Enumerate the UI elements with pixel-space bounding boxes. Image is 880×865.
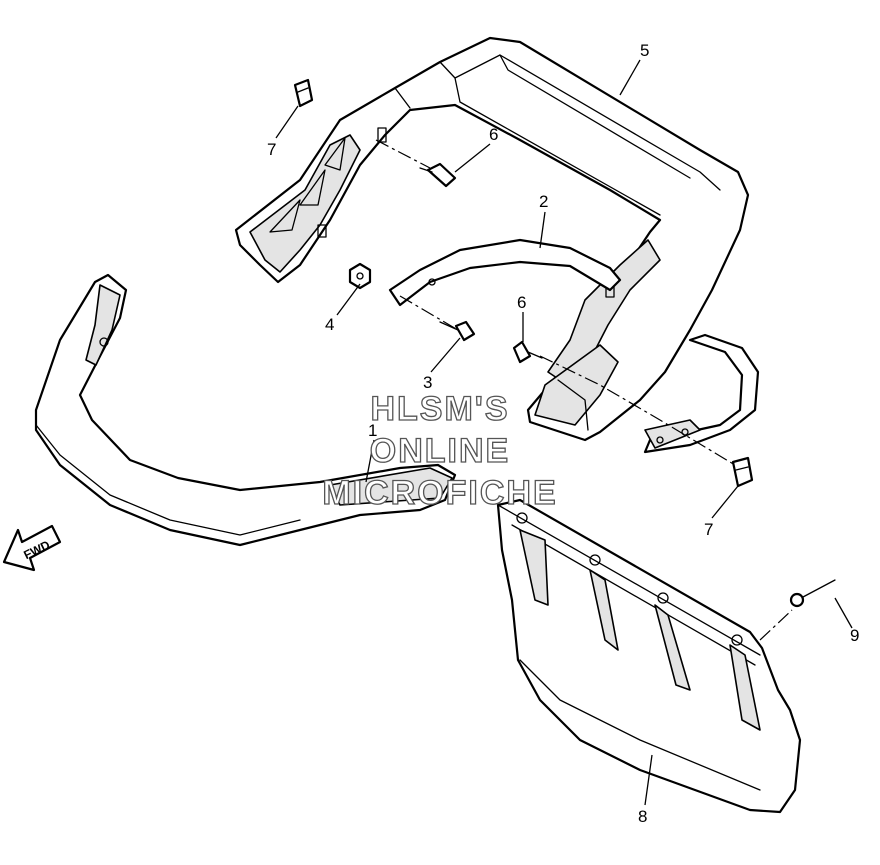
- part-2-stay-bracket: [388, 238, 760, 454]
- leader-5: [619, 59, 641, 96]
- watermark-line-2: ONLINE: [370, 432, 510, 470]
- callout-9: 9: [850, 626, 859, 645]
- callout-3: 3: [423, 373, 432, 392]
- watermark: HLSM'S ONLINE MICROFICHE: [322, 389, 557, 512]
- callout-5: 5: [640, 41, 649, 60]
- part-9-rivet: [789, 579, 836, 608]
- part-1-front-bumper: [34, 273, 457, 547]
- part-7-clip-upper: [293, 78, 314, 108]
- part-5-rear-carrier: [234, 36, 750, 442]
- callout-6-upper: 6: [489, 125, 498, 144]
- callout-7-lower: 7: [704, 520, 713, 539]
- part-8-mud-flap: [496, 498, 802, 814]
- assembly-line-b: [399, 295, 459, 331]
- assembly-line-d: [759, 609, 793, 641]
- leader-4: [336, 283, 361, 316]
- watermark-line-3: MICROFICHE: [322, 474, 557, 512]
- part-6-bolt-lower: [512, 340, 543, 364]
- leader-9: [834, 597, 853, 629]
- leader-8: [644, 754, 653, 806]
- assembly-line-a: [375, 139, 431, 169]
- part-3-bolt: [439, 320, 476, 342]
- callout-6-lower: 6: [517, 293, 526, 312]
- leader-7b: [711, 485, 739, 519]
- leader-7a: [275, 105, 299, 139]
- fwd-direction-arrow: FWD: [2, 524, 62, 572]
- part-4-nut: [348, 262, 372, 290]
- leader-2: [539, 211, 546, 249]
- callout-8: 8: [638, 807, 647, 826]
- part-6-bolt-upper: [419, 162, 457, 188]
- leader-6a: [454, 143, 491, 173]
- part-7-clip-lower: [731, 456, 754, 488]
- callout-2: 2: [539, 192, 548, 211]
- callout-4: 4: [325, 315, 334, 334]
- assembly-line-c: [539, 355, 736, 466]
- leader-1: [365, 439, 375, 483]
- watermark-line-1: HLSM'S: [370, 390, 509, 428]
- callout-1: 1: [368, 421, 377, 440]
- leader-3: [430, 337, 461, 373]
- callout-7-upper: 7: [267, 140, 276, 159]
